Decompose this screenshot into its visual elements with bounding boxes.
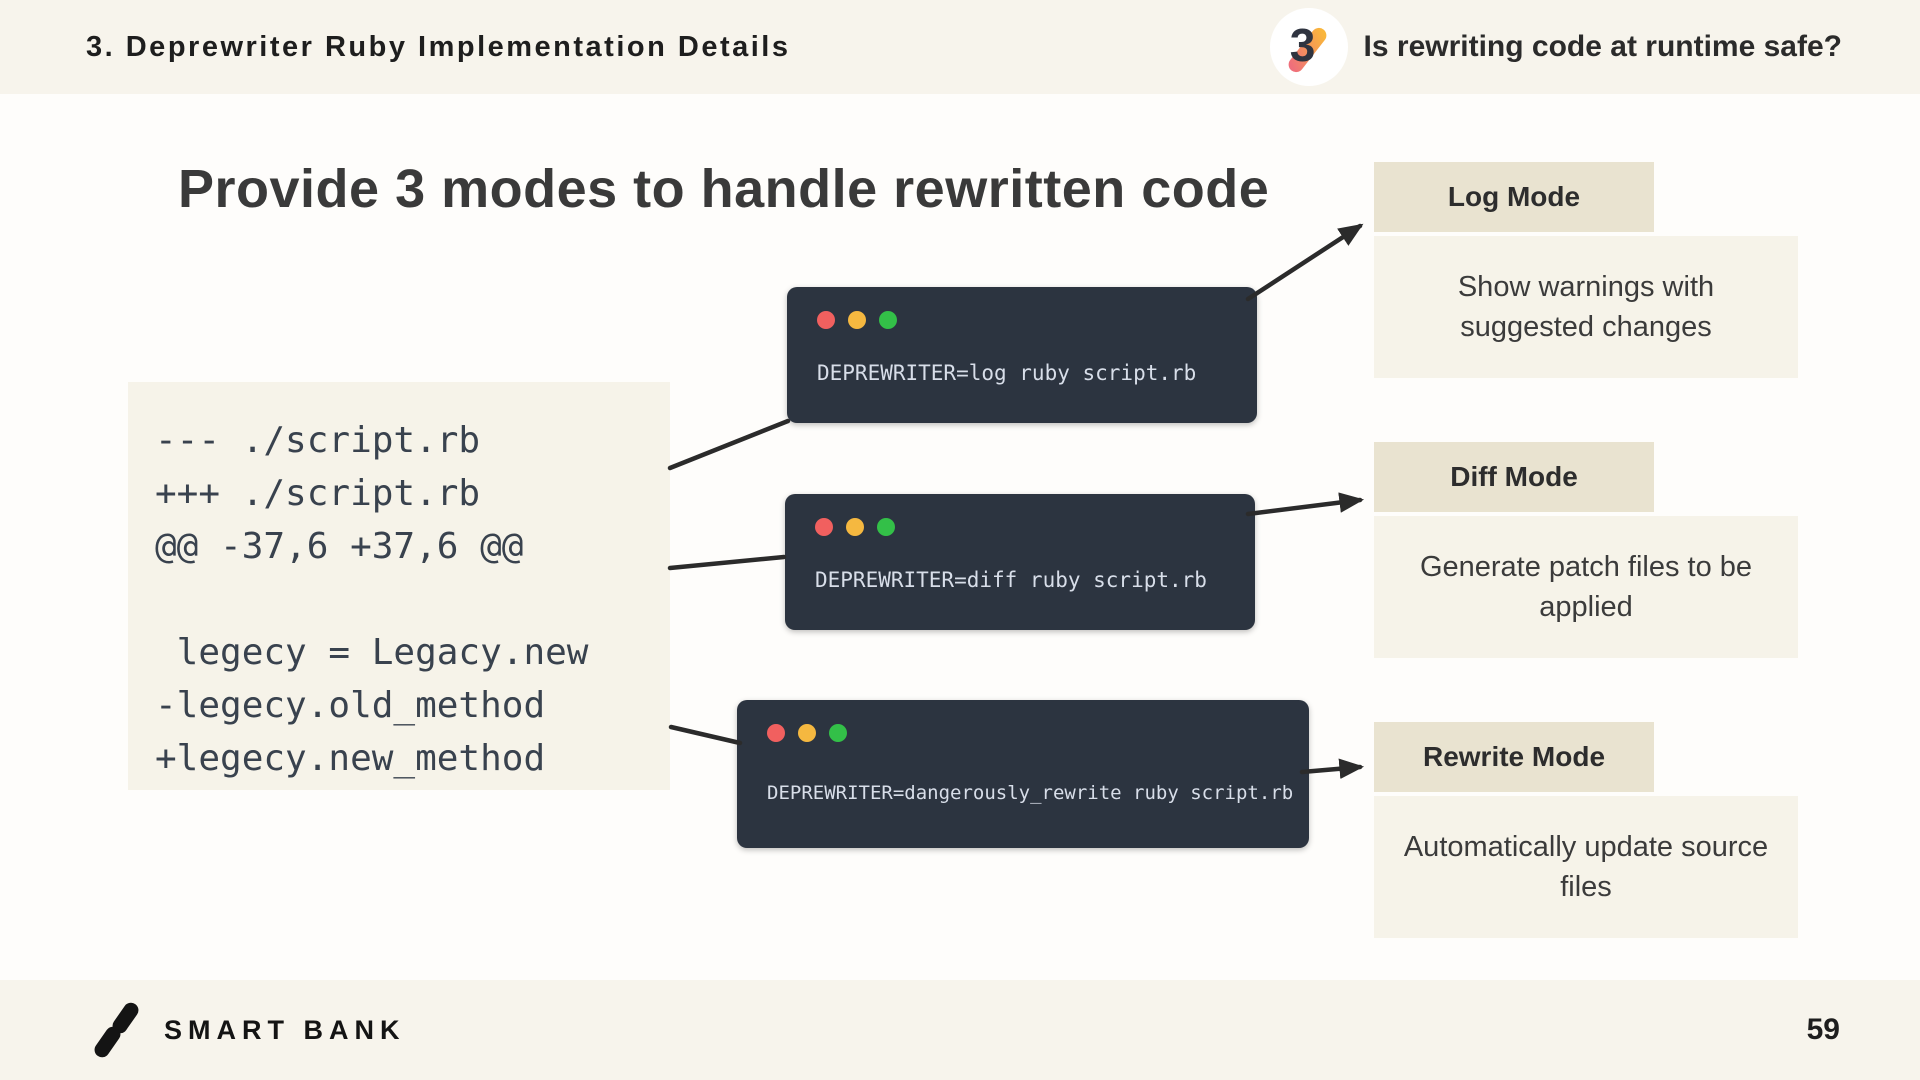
terminal-command: DEPREWRITER=log ruby script.rb bbox=[817, 361, 1197, 385]
logo-bar bbox=[91, 1023, 124, 1061]
terminal-rewrite-mode: DEPREWRITER=dangerously_rewrite ruby scr… bbox=[737, 700, 1309, 848]
slide-title: Provide 3 modes to handle rewritten code bbox=[178, 159, 1270, 219]
smartbank-logo-icon bbox=[91, 999, 142, 1061]
diff-line: +++ ./script.rb bbox=[155, 473, 481, 514]
diff-line bbox=[155, 573, 670, 626]
badge-circle: 3 bbox=[1269, 8, 1348, 86]
mode-title-diff: Diff Mode bbox=[1374, 442, 1654, 512]
brand-name: SMART BANK bbox=[164, 1014, 406, 1045]
diff-line: -legecy.old_method bbox=[155, 685, 546, 726]
diff-line: +legecy.new_method bbox=[155, 738, 546, 779]
minimize-icon bbox=[848, 311, 866, 329]
brand-logo: SMART BANK bbox=[91, 980, 406, 1080]
mode-description-rewrite: Automatically update source files bbox=[1374, 796, 1798, 938]
close-icon bbox=[767, 724, 785, 742]
mode-title-log: Log Mode bbox=[1374, 162, 1654, 232]
header-bar bbox=[0, 0, 1920, 94]
section-title: 3. Deprewriter Ruby Implementation Detai… bbox=[86, 30, 791, 63]
maximize-icon bbox=[879, 311, 897, 329]
terminal-log-mode: DEPREWRITER=log ruby script.rb bbox=[787, 287, 1257, 423]
footer-bar bbox=[0, 980, 1920, 1080]
window-controls bbox=[815, 518, 895, 536]
terminal-command: DEPREWRITER=dangerously_rewrite ruby scr… bbox=[767, 782, 1294, 804]
close-icon bbox=[815, 518, 833, 536]
header-question-group: 3 Is rewriting code at runtime safe? bbox=[1269, 0, 1842, 94]
minimize-icon bbox=[846, 518, 864, 536]
mode-description-log: Show warnings with suggested changes bbox=[1374, 236, 1798, 378]
maximize-icon bbox=[877, 518, 895, 536]
diff-code-block: --- ./script.rb +++ ./script.rb @@ -37,6… bbox=[128, 382, 670, 790]
close-icon bbox=[817, 311, 835, 329]
terminal-command: DEPREWRITER=diff ruby script.rb bbox=[815, 568, 1207, 592]
mode-description-diff: Generate patch files to be applied bbox=[1374, 516, 1798, 658]
mode-title-rewrite: Rewrite Mode bbox=[1374, 722, 1654, 792]
page-number: 59 bbox=[1806, 1013, 1840, 1046]
window-controls bbox=[817, 311, 897, 329]
minimize-icon bbox=[798, 724, 816, 742]
diff-line: legecy = Legacy.new bbox=[155, 632, 589, 673]
diff-line: --- ./script.rb bbox=[155, 420, 481, 461]
question-number-badge: 3 bbox=[1269, 8, 1348, 86]
header-question: Is rewriting code at runtime safe? bbox=[1363, 30, 1842, 63]
terminal-diff-mode: DEPREWRITER=diff ruby script.rb bbox=[785, 494, 1255, 630]
maximize-icon bbox=[829, 724, 847, 742]
badge-number: 3 bbox=[1289, 19, 1316, 71]
window-controls bbox=[767, 724, 847, 742]
diff-line: @@ -37,6 +37,6 @@ bbox=[155, 526, 524, 567]
